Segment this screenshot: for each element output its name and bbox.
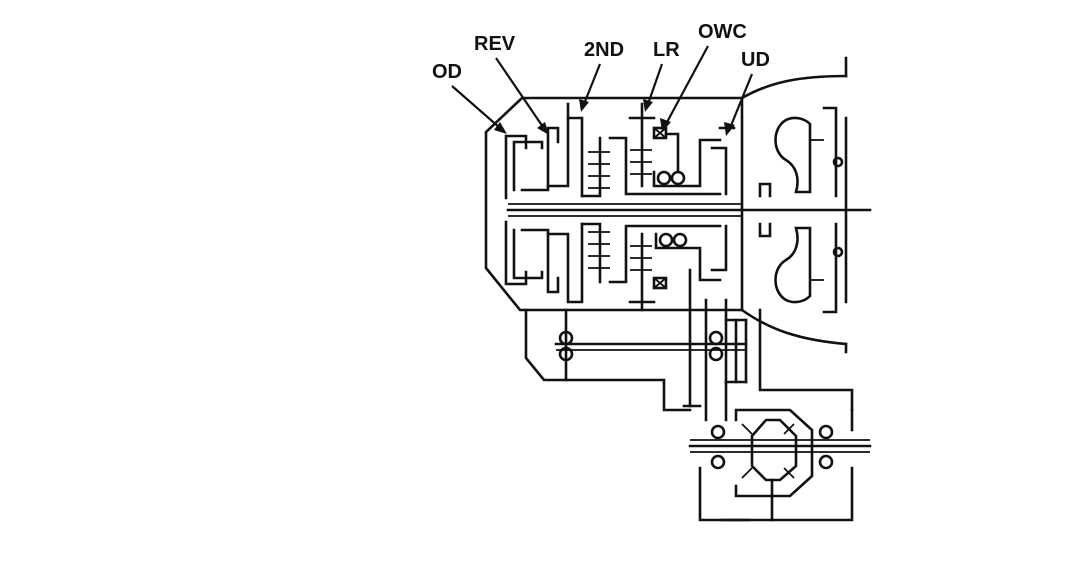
label-od: OD [432, 61, 462, 83]
label-2nd: 2ND [584, 39, 625, 61]
lower-clutches [504, 220, 610, 304]
transfer-gears [554, 268, 748, 422]
label-owc: OWC [698, 21, 747, 43]
torque-converter [758, 106, 848, 314]
upper-planetary [608, 102, 736, 196]
housing-outline [484, 56, 854, 412]
upper-clutches [504, 102, 610, 200]
label-lr: LR [653, 39, 680, 61]
leader-lines [451, 45, 754, 136]
lower-planetary [608, 224, 728, 312]
input-shaft [506, 203, 872, 217]
label-ud: UD [741, 49, 770, 71]
label-rev: REV [474, 33, 516, 55]
differential [688, 408, 872, 522]
